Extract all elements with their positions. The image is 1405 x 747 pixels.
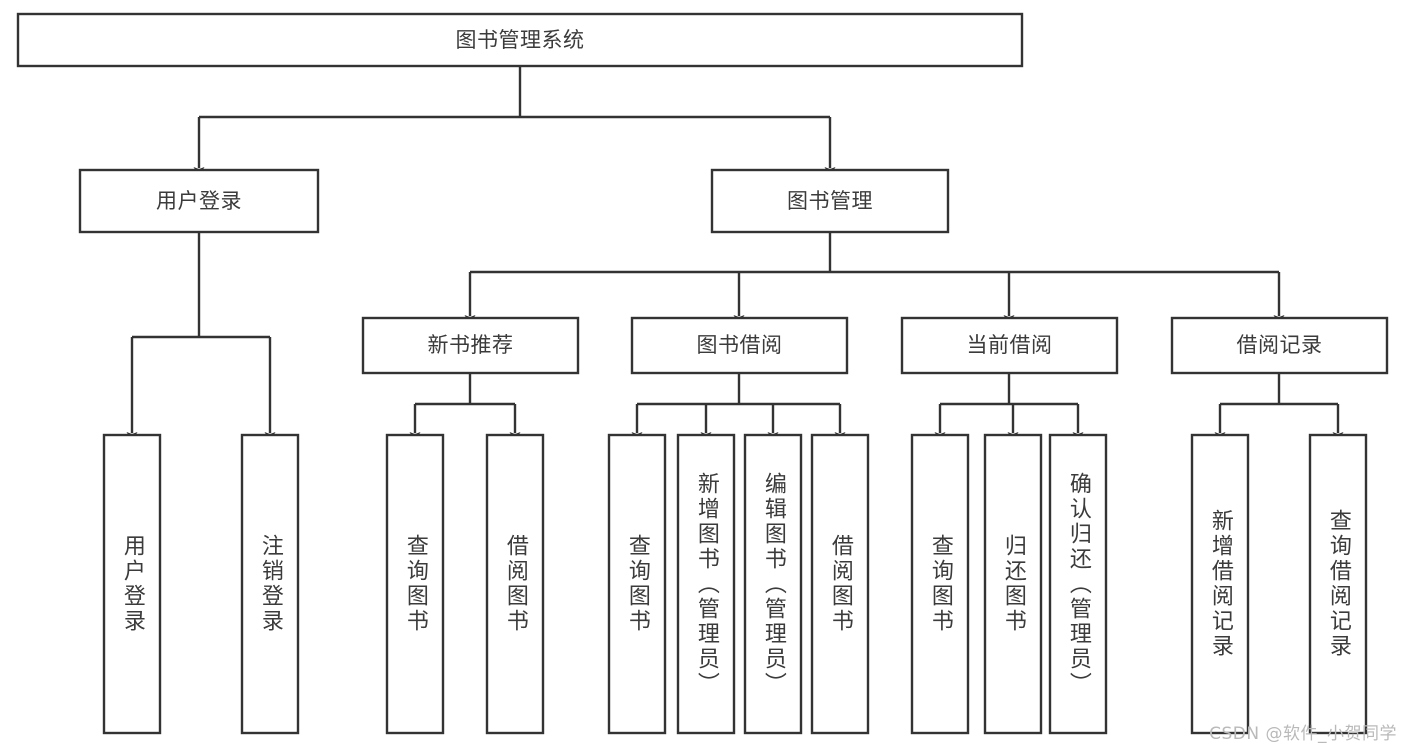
node-level1-0[interactable] [78,168,320,234]
node-level1-1[interactable] [710,168,950,234]
node-root[interactable] [16,12,1024,68]
node-leaf-0[interactable] [102,433,162,735]
node-leaf-3[interactable] [485,433,545,735]
edges-layer [126,66,1344,441]
node-leaf-11[interactable] [1190,433,1250,735]
node-leaf-7[interactable] [810,433,870,735]
node-leaf-2[interactable] [385,433,445,735]
node-leaf-4[interactable] [607,433,667,735]
node-leaf-6[interactable] [743,433,803,735]
node-leaf-1[interactable] [240,433,300,735]
node-level2-2[interactable] [900,316,1119,375]
node-level2-0[interactable] [361,316,580,375]
node-leaf-12[interactable] [1308,433,1368,735]
node-level2-1[interactable] [630,316,849,375]
node-level2-3[interactable] [1170,316,1389,375]
node-leaf-8[interactable] [910,433,970,735]
node-leaf-10[interactable] [1048,433,1108,735]
node-leaf-5[interactable] [676,433,736,735]
boxes-layer [16,12,1389,735]
node-leaf-9[interactable] [983,433,1043,735]
watermark: CSDN @软件_小贺同学 [1209,724,1397,744]
